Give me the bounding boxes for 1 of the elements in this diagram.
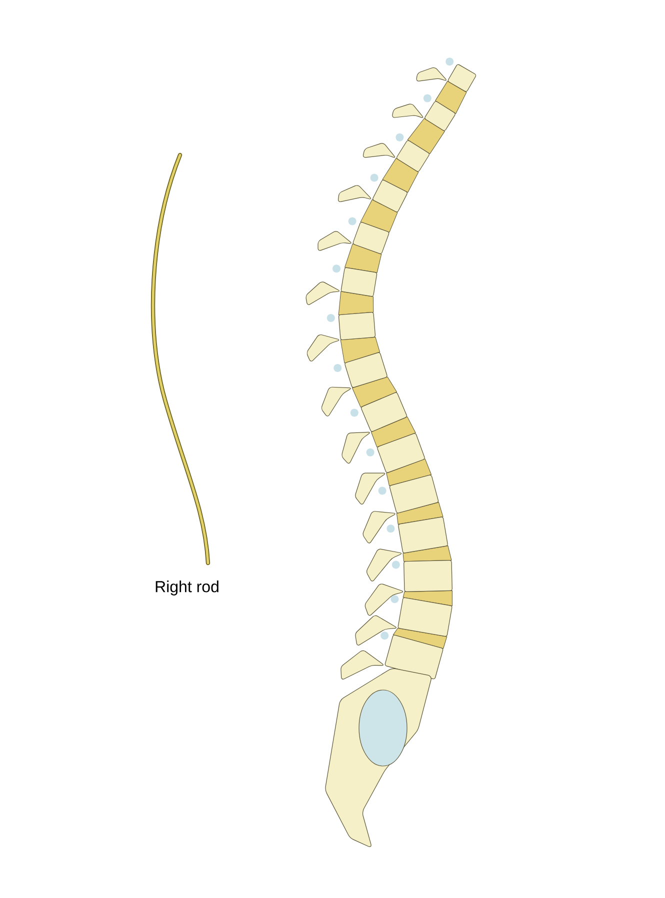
rod-label: Right rod bbox=[156, 580, 218, 596]
